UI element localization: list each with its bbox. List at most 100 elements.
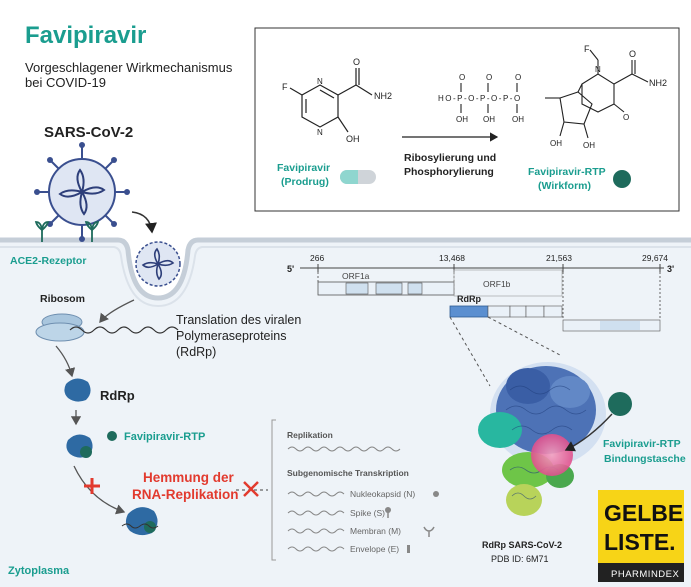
prodrug-role: (Prodrug) [281,176,329,188]
process-item-spike-label: Spike (S) [350,508,385,518]
phosphate-oh-3: OH [512,115,524,124]
structure-caption: RdRp SARS-CoV-2 [482,540,562,550]
envelope-icon [407,545,410,553]
structure-pdb: PDB ID: 6M71 [491,554,549,564]
atom-n-label-1: N [317,77,323,86]
pocket-label-line1: Favipiravir-RTP [603,438,681,450]
atom-n-label-2: N [317,128,323,137]
translation-arrow [55,345,76,378]
orf1a-segments [345,282,423,295]
orf1b-frame [453,269,563,297]
endocytosed-virus-icon [135,241,181,287]
process-item-membrane-label: Membran (M) [350,526,401,536]
gelbe-liste-logo: GELBE LISTE. PHARMINDEX [598,490,684,582]
process-item-envelope: Envelope (E) [287,544,410,554]
phosphate-o-3: O [515,73,521,82]
ace2-receptor-icon [34,221,100,242]
genome-rdrp-label: RdRp [457,294,481,304]
cell-membrane [0,237,691,301]
bound-rtp-icon [80,446,92,458]
genome-pos-21563: 21,563 [546,253,572,263]
process-item-nucleocapsid-label: Nukleokapsid (N) [350,489,415,499]
binding-pocket [531,434,573,476]
process-label-line1: Ribosylierung und [404,152,496,164]
process-label-line2: Phosphorylierung [404,166,494,178]
mrna-to-ribosome-arrow [99,299,135,324]
favipiravir-structure [289,68,373,133]
genome-pos-13468: 13,468 [439,253,465,263]
pocket-rtp-icon [608,392,632,416]
ribosome-icon [35,313,85,342]
translation-line1: Translation des viralen [176,313,301,327]
cell-membrane-inner [0,246,691,308]
logo-line1: GELBE [604,500,683,526]
process-item-membrane: Membran (M) [287,526,435,537]
mrna-strand [69,326,179,334]
rdrp-label: RdRp [100,388,135,403]
spike-icon [385,507,391,518]
triphosphate-label: HO-P-O-P-O-P-O [438,94,522,103]
genome-pos-266: 266 [310,253,324,263]
rtp-atom-f: F [584,44,590,54]
page-subtitle-line1: Vorgeschlagener Wirkmechanismus [25,60,233,75]
rdrp-protein-structure [478,362,606,516]
orf1b-segments [487,305,563,318]
virus-label: SARS-CoV-2 [44,124,133,141]
inhibition-line1: Hemmung der [143,470,235,485]
page-subtitle-line2: bei COVID-19 [25,75,106,90]
structural-genes-fill [600,321,640,330]
phosphate-oh-2: OH [483,115,495,124]
rdrp-protein-icon [64,378,91,402]
rna-strand-short [121,523,159,529]
process-item-spike: Spike (S) [287,507,391,518]
process-item-envelope-label: Envelope (E) [350,544,399,554]
inhibition-cross-icon [84,478,100,494]
phosphate-oh-1: OH [456,115,468,124]
replication-rna-icon [287,446,401,452]
translation-line2: Polymeraseproteins [176,329,286,343]
atom-oh-label: OH [346,134,360,144]
phosphate-o-1: O [459,73,465,82]
genome-pos-29674: 29,674 [642,253,668,263]
inhibition-x-icon [243,481,259,497]
ribose-oh-1: OH [550,139,562,148]
orf1a-label: ORF1a [342,271,370,281]
logo-line2: LISTE. [604,529,676,555]
membrane-icon [423,526,435,537]
replication-label: Replikation [287,430,333,440]
phosphate-o-2: O [486,73,492,82]
page-title: Favipiravir [25,22,146,49]
subgenomic-label: Subgenomische Transkription [287,468,409,478]
rtp-atom-nh2: NH2 [649,78,667,88]
zoom-guide-left [449,316,491,387]
atom-o-label: O [353,57,360,67]
zoom-guide-right [487,316,561,356]
logo-sub: PHARMINDEX [611,569,680,580]
active-form-name: Favipiravir-RTP [528,166,606,178]
capsule-icon [340,170,376,184]
ribosome-label: Ribosom [40,293,85,305]
pocket-arrow [564,413,613,452]
process-item-nucleocapsid: Nukleokapsid (N) [287,489,439,499]
ribose-oh-2: OH [583,141,595,150]
genome-3prime: 3' [667,264,674,274]
translation-line3: (RdRp) [176,345,216,359]
favipiravir-rtp-structure [460,49,649,139]
genome-5prime: 5' [287,264,294,274]
rdrp-genome-segment [449,305,489,318]
rtp-label: Favipiravir-RTP [124,431,205,443]
processes-bracket [271,419,276,561]
virus-entry-arrow [131,211,157,234]
atom-nh2-label: NH2 [374,91,392,101]
prodrug-name: Favipiravir [277,162,330,174]
pocket-label-line2: Bindungstasche [604,453,686,465]
chemistry-inset-box [254,27,680,212]
favipiravir-rtp-icon [613,170,631,188]
atom-f-label: F [282,82,288,92]
inhibition-line2: RNA-Replikation [132,487,239,502]
nucleocapsid-icon [433,491,439,497]
cytoplasm-label: Zytoplasma [8,565,70,577]
rtp-atom-n: N [595,65,601,74]
